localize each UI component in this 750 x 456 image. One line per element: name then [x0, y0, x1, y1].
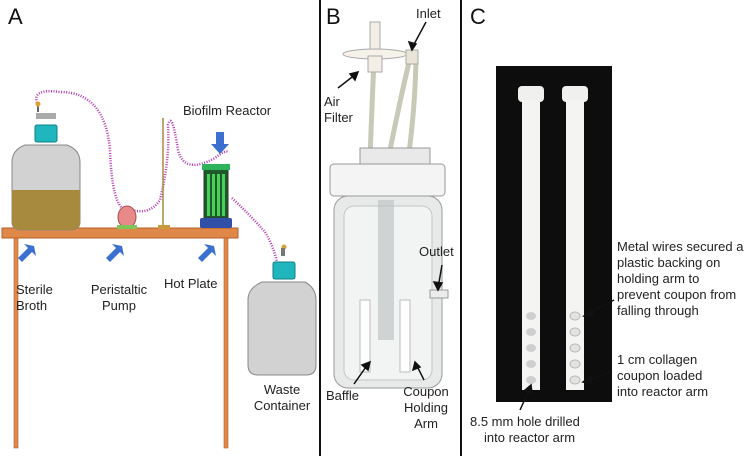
metal-wires-label: Metal wires secured a plastic backing on… [617, 239, 744, 318]
panel-c: C Metal wires secured a plastic backing … [462, 0, 750, 456]
arrow-icon [522, 383, 533, 394]
reactor-arm-right [562, 86, 588, 390]
arrow-icon [411, 360, 422, 372]
panel-b-photo [329, 21, 449, 389]
drilled-hole-label: 8.5 mm hole drilled into reactor arm [470, 414, 580, 445]
collagen-coupon-label: 1 cm collagen coupon loaded into reactor… [617, 352, 709, 399]
waste-container-label: Waste Container [253, 382, 311, 413]
panel-c-photo [496, 66, 615, 411]
outlet-label: Outlet [419, 244, 454, 259]
waste-container-bottle [247, 244, 317, 376]
arrow-icon [432, 281, 444, 292]
ring-stand [158, 118, 170, 229]
arrow-icon [106, 244, 124, 262]
biofilm-reactor [200, 164, 232, 228]
divider-bc [460, 0, 462, 456]
baffle-label: Baffle [326, 388, 360, 403]
sterile-broth-label: Sterile Broth [16, 282, 53, 313]
peristaltic-pump-label: Peristaltic Pump [90, 282, 148, 313]
biofilm-reactor-label: Biofilm Reactor [183, 103, 272, 118]
reactor-lid [329, 147, 446, 197]
outlet-port [429, 289, 449, 299]
sterile-broth-bottle [11, 101, 81, 231]
panel-c-letter: C [470, 4, 486, 29]
air-filter-label: Air Filter [324, 94, 353, 125]
panel-a-letter: A [8, 4, 23, 29]
annotation-arrows [337, 21, 444, 385]
arrow-icon [360, 360, 372, 372]
coupon-holding-arm-label: Coupon Holding Arm [403, 384, 449, 431]
panel-b-letter: B [326, 4, 341, 29]
arrow-icon [18, 244, 36, 262]
divider-ab [319, 0, 321, 456]
air-filter [342, 21, 408, 73]
tubing [35, 90, 279, 263]
panel-b: B Inlet Air Filter Outlet Baffle Coupon … [320, 0, 460, 456]
callout-arrows [18, 132, 229, 262]
panel-a-illustration [1, 90, 317, 449]
arrow-icon [582, 307, 594, 317]
arrow-icon [198, 244, 216, 262]
inlet-connector [405, 49, 419, 65]
arrow-icon [581, 374, 593, 385]
inlet-label: Inlet [416, 6, 441, 21]
photo-background [496, 66, 612, 402]
glass-vessel [333, 195, 443, 389]
annotation-arrows [519, 299, 615, 411]
peristaltic-pump [117, 205, 137, 229]
arrow-icon [348, 70, 360, 82]
reactor-arm-left [518, 86, 544, 390]
arrow-icon [407, 40, 418, 52]
arrow-icon [211, 132, 229, 154]
hot-plate-label: Hot Plate [164, 276, 218, 291]
panel-a: A Biofilm Reactor Sterile Broth Peristal… [0, 0, 319, 456]
